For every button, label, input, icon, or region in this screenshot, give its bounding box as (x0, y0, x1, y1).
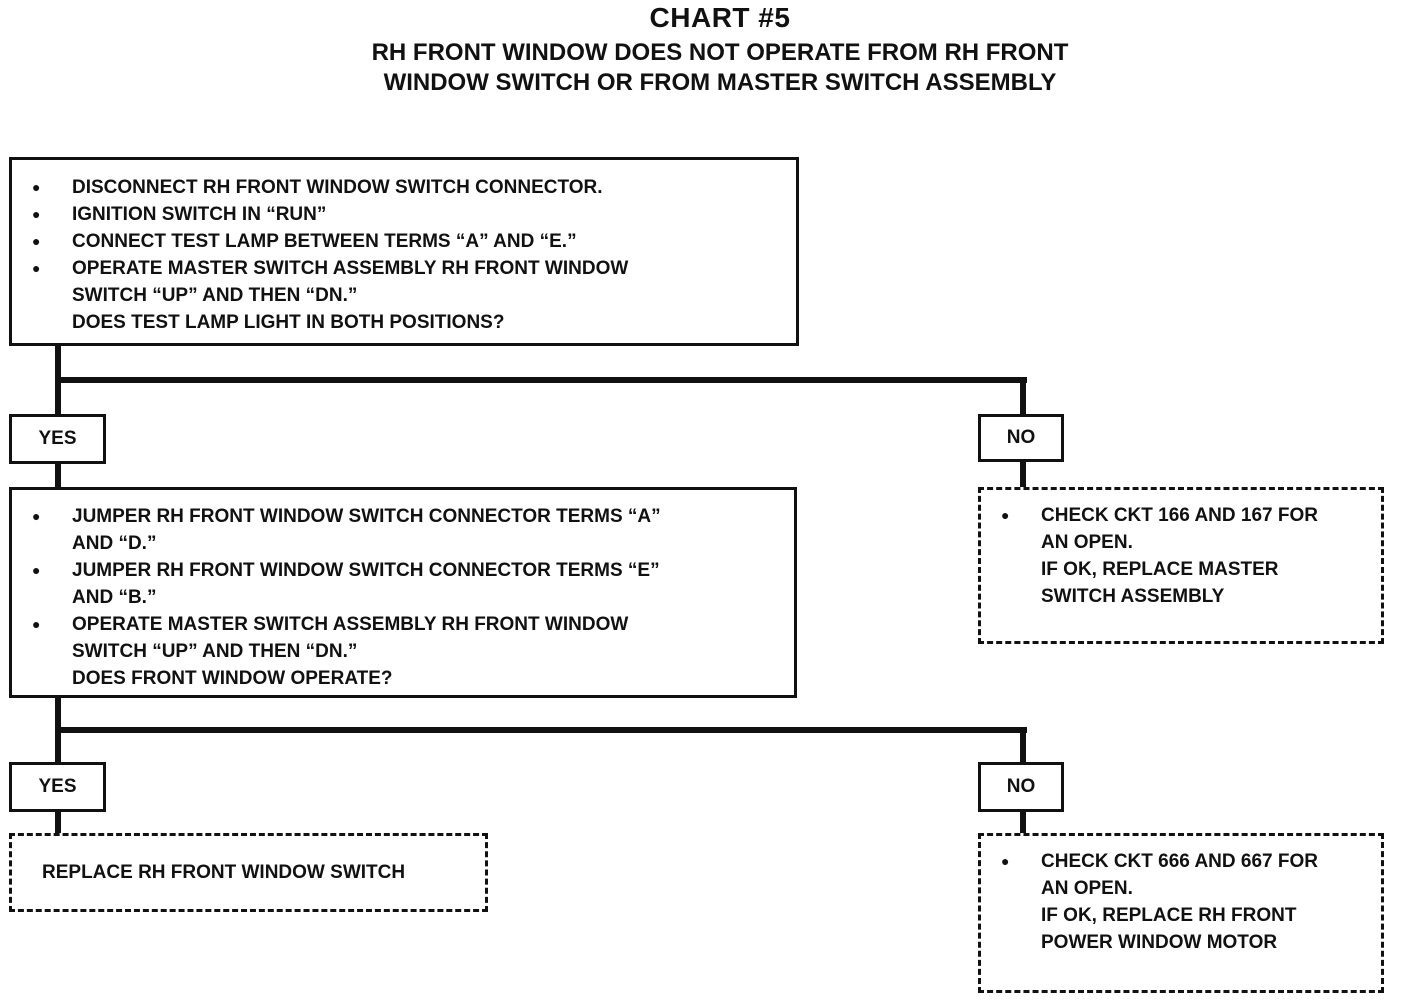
no-result-2-list: CHECK CKT 666 AND 667 FOR AN OPEN. IF OK… (981, 848, 1381, 956)
chart-title: CHART #5 (649, 2, 791, 33)
step2-question: DOES FRONT WINDOW OPERATE? (72, 668, 393, 689)
connector-yes2-to-result (55, 810, 61, 836)
step1-item-2: IGNITION SWITCH IN “RUN” (12, 201, 796, 228)
connector-no2-to-result (1020, 810, 1026, 836)
step2-item-2-line-1: JUMPER RH FRONT WINDOW SWITCH CONNECTOR … (72, 560, 660, 581)
step2-item-2: JUMPER RH FRONT WINDOW SWITCH CONNECTOR … (12, 557, 794, 611)
step2-item-3-line-2: SWITCH “UP” AND THEN “DN.” (72, 641, 358, 662)
connector-branch2-horizontal (55, 727, 1027, 733)
no-result-1-item: CHECK CKT 166 AND 167 FOR AN OPEN. IF OK… (981, 502, 1381, 610)
no-label-2: NO (978, 762, 1064, 812)
no-result-2-line-1: CHECK CKT 666 AND 667 FOR (1041, 851, 1318, 872)
step2-item-1-line-1: JUMPER RH FRONT WINDOW SWITCH CONNECTOR … (72, 506, 661, 527)
step2-item-2-line-2: AND “B.” (72, 587, 157, 608)
no-result-1-line-1: CHECK CKT 166 AND 167 FOR (1041, 505, 1318, 526)
no-result-2-line-3: IF OK, REPLACE RH FRONT (1041, 905, 1297, 926)
no-result-2-line-4: POWER WINDOW MOTOR (1041, 932, 1278, 953)
step2-item-1-line-2: AND “D.” (72, 533, 157, 554)
chart-subtitle: RH FRONT WINDOW DOES NOT OPERATE FROM RH… (0, 38, 1408, 98)
step1-item-3: CONNECT TEST LAMP BETWEEN TERMS “A” AND … (12, 228, 796, 255)
no-result-1-line-2: AN OPEN. (1041, 532, 1133, 553)
subtitle-line-2: WINDOW SWITCH OR FROM MASTER SWITCH ASSE… (383, 69, 1057, 96)
step2-box: JUMPER RH FRONT WINDOW SWITCH CONNECTOR … (9, 487, 797, 698)
step2-item-3: OPERATE MASTER SWITCH ASSEMBLY RH FRONT … (12, 611, 794, 692)
no-result-2-line-2: AN OPEN. (1041, 878, 1133, 899)
no-result-1-line-4: SWITCH ASSEMBLY (1041, 586, 1225, 607)
connector-branch1-horizontal (55, 377, 1027, 383)
step2-item-3-line-1: OPERATE MASTER SWITCH ASSEMBLY RH FRONT … (72, 614, 629, 635)
connector-branch1-no-down (1020, 377, 1026, 415)
yes-result-2-text: REPLACE RH FRONT WINDOW SWITCH (42, 862, 406, 883)
no-result-2-box: CHECK CKT 666 AND 667 FOR AN OPEN. IF OK… (978, 833, 1384, 993)
connector-no1-to-result (1020, 460, 1026, 490)
step2-item-1: JUMPER RH FRONT WINDOW SWITCH CONNECTOR … (12, 503, 794, 557)
yes-label-1: YES (9, 414, 106, 464)
step1-question: DOES TEST LAMP LIGHT IN BOTH POSITIONS? (72, 312, 505, 333)
no-result-1-line-3: IF OK, REPLACE MASTER (1041, 559, 1279, 580)
no-result-1-list: CHECK CKT 166 AND 167 FOR AN OPEN. IF OK… (981, 502, 1381, 610)
step1-item-4: OPERATE MASTER SWITCH ASSEMBLY RH FRONT … (12, 255, 796, 336)
step1-item-4-line-2: SWITCH “UP” AND THEN “DN.” (72, 285, 358, 306)
step1-item-1: DISCONNECT RH FRONT WINDOW SWITCH CONNEC… (12, 174, 796, 201)
connector-yes1-to-step2 (55, 462, 61, 490)
step2-list: JUMPER RH FRONT WINDOW SWITCH CONNECTOR … (12, 503, 794, 692)
connector-branch2-no-down (1020, 727, 1026, 765)
step1-item-4-line-1: OPERATE MASTER SWITCH ASSEMBLY RH FRONT … (72, 258, 629, 279)
subtitle-line-1: RH FRONT WINDOW DOES NOT OPERATE FROM RH… (371, 39, 1069, 66)
yes-result-2-box: REPLACE RH FRONT WINDOW SWITCH (9, 833, 488, 912)
no-result-2-item: CHECK CKT 666 AND 667 FOR AN OPEN. IF OK… (981, 848, 1381, 956)
yes-label-2: YES (9, 762, 106, 812)
step1-list: DISCONNECT RH FRONT WINDOW SWITCH CONNEC… (12, 174, 796, 336)
step1-box: DISCONNECT RH FRONT WINDOW SWITCH CONNEC… (9, 157, 799, 346)
no-label-1: NO (978, 414, 1064, 462)
no-result-1-box: CHECK CKT 166 AND 167 FOR AN OPEN. IF OK… (978, 487, 1384, 644)
